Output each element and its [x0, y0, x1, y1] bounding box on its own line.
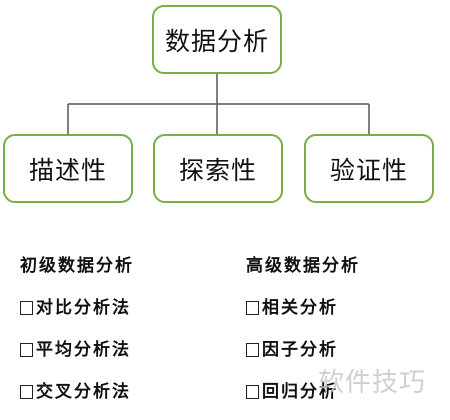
list-item-label: 回归分析: [262, 382, 338, 402]
checkbox-icon: [246, 301, 259, 315]
list-item-label: 因子分析: [262, 340, 338, 360]
child-node-label: 探索性: [178, 155, 257, 185]
child-node-exploratory: 探索性: [153, 134, 283, 203]
root-node-label: 数据分析: [164, 26, 269, 56]
child-node-descriptive: 描述性: [3, 134, 133, 203]
basic-analysis-heading: 初级数据分析: [20, 256, 134, 276]
list-item: 对比分析法: [20, 294, 134, 322]
checkbox-icon: [246, 385, 259, 399]
list-item: 相关分析: [246, 294, 360, 322]
list-item-label: 交叉分析法: [36, 382, 131, 402]
advanced-analysis-list: 高级数据分析 相关分析 因子分析 回归分析: [246, 252, 360, 420]
root-node: 数据分析: [152, 5, 282, 74]
child-node-label: 验证性: [329, 155, 408, 185]
checkbox-icon: [20, 301, 33, 315]
watermark: 软件技巧: [318, 368, 427, 398]
list-item: 因子分析: [246, 336, 360, 364]
advanced-analysis-heading: 高级数据分析: [246, 256, 360, 276]
list-item: 平均分析法: [20, 336, 134, 364]
list-item: 交叉分析法: [20, 378, 134, 406]
list-item-label: 平均分析法: [36, 340, 131, 360]
child-node-label: 描述性: [28, 155, 107, 185]
checkbox-icon: [20, 385, 33, 399]
list-item-label: 对比分析法: [36, 298, 131, 318]
checkbox-icon: [246, 343, 259, 357]
child-node-confirmatory: 验证性: [304, 134, 434, 203]
list-item: 回归分析: [246, 378, 360, 406]
list-item-label: 相关分析: [262, 298, 338, 318]
checkbox-icon: [20, 343, 33, 357]
basic-analysis-list: 初级数据分析 对比分析法 平均分析法 交叉分析法: [20, 252, 134, 420]
